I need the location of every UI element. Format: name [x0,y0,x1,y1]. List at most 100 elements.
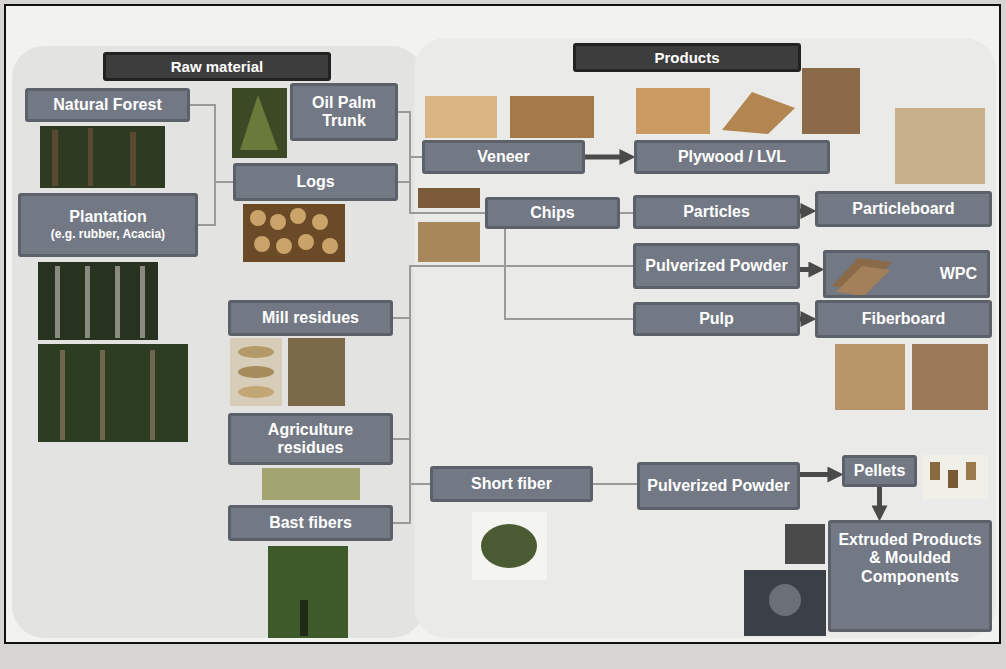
photo [418,188,480,208]
process-box: Particleboard [815,191,992,227]
photo [300,600,308,636]
photo [232,88,287,158]
section-header: Raw material [103,52,331,81]
wpc-illustration [823,250,990,298]
panel [12,38,996,638]
photo [785,524,825,564]
photo [230,338,282,406]
photo [38,344,188,442]
photo [922,455,988,499]
panel [414,38,996,638]
box-label: Short fiber [471,475,552,493]
box-label: Agriculture residues [237,421,384,458]
photo [240,95,278,150]
photo [38,262,158,340]
photo [130,132,136,186]
box-label: Raw material [171,58,264,75]
photo [481,524,537,568]
flow-arrow [800,472,832,477]
photo [115,266,120,338]
photo [298,234,314,250]
process-box: Pulverized Powder [633,243,800,289]
photo [835,344,905,410]
process-box: Fiberboard [815,300,992,338]
flow-line [393,266,633,439]
process-box: Bast fibers [228,505,393,541]
process-box: Mill residues [228,300,393,336]
flow-line [190,105,233,182]
photo [60,350,65,440]
photo [262,468,360,500]
process-box: Plywood / LVL [634,140,830,174]
photo [40,126,165,188]
box-label: Chips [530,204,574,222]
process-box: Particles [633,195,800,229]
process-box: Veneer [422,140,585,174]
photo [243,204,345,262]
process-box: Natural Forest [25,88,190,122]
photo [769,584,801,616]
box-label: Particles [683,203,750,221]
flow-arrow [877,487,882,510]
process-box: WPC [823,250,990,298]
process-box: Logs [233,163,398,201]
box-label: Oil Palm Trunk [299,94,389,131]
photo [418,222,480,262]
section-header: Products [573,43,801,72]
wpc-illustration [836,266,890,296]
photo [312,214,328,230]
photo [966,462,976,480]
photo [425,96,497,138]
photo [140,266,145,338]
process-box: Pellets [842,455,917,487]
photo [722,92,795,134]
flow-line [593,483,637,485]
panel [12,46,424,638]
flow-line [393,266,633,318]
photo [88,128,93,186]
photo [238,366,274,378]
box-label: Particleboard [852,200,954,218]
flow-line [393,318,430,484]
box-label: Veneer [477,148,529,166]
flow-line [505,229,633,319]
photo [250,210,266,226]
photo [276,238,292,254]
flow-arrow [800,209,805,214]
photo [948,470,958,488]
box-label: Mill residues [262,309,359,327]
photo [254,236,270,252]
process-box: Chips [485,197,620,229]
box-label: Pulverized Powder [647,477,789,495]
flow-line [620,212,633,214]
box-label: Pulverized Powder [645,257,787,275]
box-subtext: (e.g. rubber, Acacia) [51,228,165,242]
photo [744,570,826,636]
photo [895,108,985,184]
box-label: Bast fibers [269,514,352,532]
process-box: Short fiber [430,466,593,502]
flow-arrow [585,155,624,160]
frame [5,5,1000,643]
box-label: Plantation [69,208,146,226]
process-box: Oil Palm Trunk [290,83,398,141]
flow-line [198,182,233,225]
flow-line [393,439,430,484]
photo [100,350,105,440]
process-box: Pulverized Powder [637,462,800,510]
box-label: Plywood / LVL [678,148,786,166]
photo [268,546,348,638]
photo [150,350,155,440]
box-label: Extruded Products & Moulded Components [837,531,983,586]
flow-arrow [800,317,805,322]
flow-line [398,112,422,157]
box-label: Pellets [854,462,906,480]
photo [290,208,306,224]
flow-line [398,182,485,213]
frame [5,5,1000,643]
box-label: Pulp [699,310,734,328]
process-box: Pulp [633,302,800,336]
photo [55,266,60,338]
flow-arrow [800,267,813,272]
